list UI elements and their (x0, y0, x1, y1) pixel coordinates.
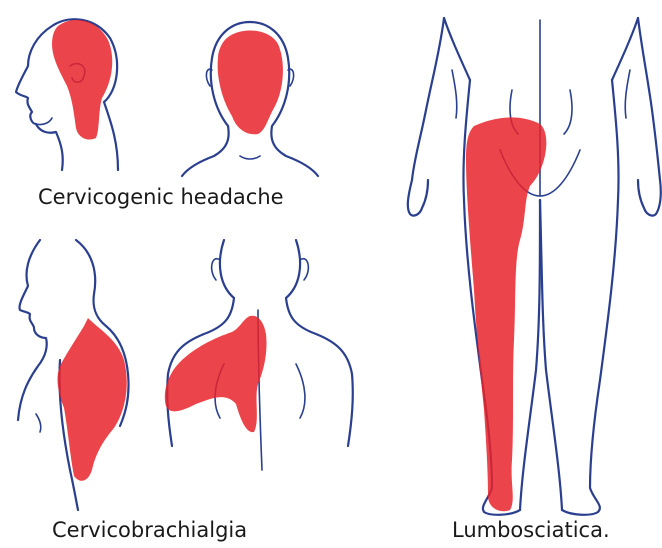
caption-cervicobrachialgia: Cervicobrachialgia (52, 518, 247, 542)
pain-area-leg (466, 117, 546, 511)
pain-area-head-side (52, 20, 112, 140)
caption-cervicogenic-headache: Cervicogenic headache (38, 185, 284, 209)
pain-area-head-back (218, 31, 283, 135)
full-body-back-view (408, 18, 661, 515)
pain-area-upper-back (165, 316, 267, 432)
caption-lumbosciatica: Lumbosciatica. (452, 518, 610, 542)
